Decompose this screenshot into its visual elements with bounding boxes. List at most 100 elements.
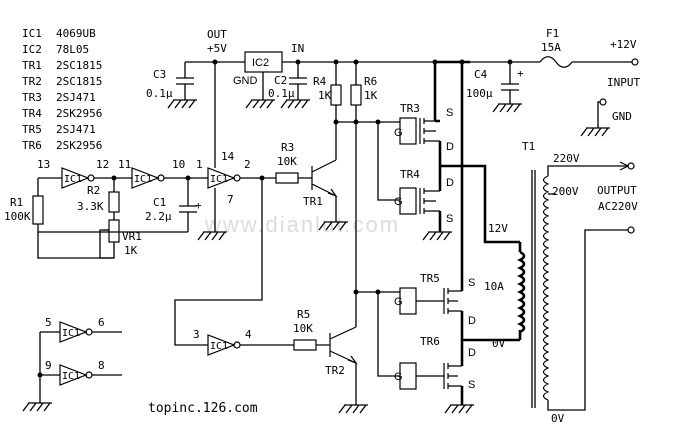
ground-icon bbox=[492, 103, 522, 113]
pin-12: 12 bbox=[96, 158, 109, 171]
c4-capacitor bbox=[501, 83, 519, 91]
ground-icon bbox=[280, 99, 310, 109]
drivers: R3 10K TR1 IC1 3 4 R5 10K TR2 bbox=[174, 122, 368, 414]
ac220-label: AC220V bbox=[598, 200, 638, 213]
r5-value: 10K bbox=[293, 322, 313, 335]
ic1-label: IC1 bbox=[210, 341, 228, 352]
tr3-d-label: D bbox=[446, 141, 454, 153]
pin-10: 10 bbox=[172, 158, 185, 171]
pin-7: 7 bbox=[227, 193, 234, 206]
ic1-label: IC1 bbox=[64, 174, 82, 185]
output-label: OUTPUT bbox=[597, 184, 637, 197]
gnd-terminal-label: GND bbox=[612, 110, 632, 123]
ground-icon bbox=[167, 99, 197, 109]
mosfet-bridge: G TR3 S D G TR4 D S G TR5 S D G TR6 D S bbox=[336, 62, 476, 414]
pin-9: 9 bbox=[45, 359, 52, 372]
primary-top-wire bbox=[440, 164, 520, 244]
parts-part-2: 2SC1815 bbox=[56, 59, 102, 72]
tr4-label: TR4 bbox=[400, 168, 420, 181]
f1-label: F1 bbox=[546, 27, 559, 40]
r4-value: 1K bbox=[318, 89, 332, 102]
pin-11: 11 bbox=[118, 158, 131, 171]
junction-dot bbox=[375, 119, 381, 125]
t1-label: T1 bbox=[522, 140, 535, 153]
ground-icon bbox=[444, 404, 474, 414]
parts-ref-4: TR3 bbox=[22, 91, 42, 104]
r3-label: R3 bbox=[281, 141, 294, 154]
pin-3: 3 bbox=[193, 328, 200, 341]
ground-icon bbox=[245, 99, 275, 109]
parts-part-4: 2SJ471 bbox=[56, 91, 96, 104]
parts-part-7: 2SK2956 bbox=[56, 139, 102, 152]
vr1-wiper-wire bbox=[99, 229, 115, 259]
pin-6: 6 bbox=[98, 316, 105, 329]
plus12v-label: +12V bbox=[610, 38, 637, 51]
parts-list: IC1 4069UB IC2 78L05 TR1 2SC1815 TR2 2SC… bbox=[22, 27, 102, 152]
ground-icon bbox=[338, 404, 368, 414]
ic1-label: IC1 bbox=[210, 174, 228, 185]
tr4-gate-box bbox=[399, 187, 417, 215]
in-label: IN bbox=[291, 42, 304, 55]
r3-resistor bbox=[275, 172, 299, 184]
r6-value: 1K bbox=[364, 89, 378, 102]
junction-dot bbox=[111, 175, 117, 181]
transformer-core bbox=[531, 170, 536, 408]
c1-label: C1 bbox=[153, 196, 166, 209]
tr6-s-label: S bbox=[468, 379, 475, 391]
parts-part-5: 2SK2956 bbox=[56, 107, 102, 120]
tr5-g-label: G bbox=[394, 296, 403, 308]
r2-label: R2 bbox=[87, 184, 100, 197]
ground-icon bbox=[422, 231, 452, 241]
parts-part-3: 2SC1815 bbox=[56, 75, 102, 88]
c3-label: C3 bbox=[153, 68, 166, 81]
f1-rating: 15A bbox=[541, 41, 561, 54]
r6-resistor bbox=[350, 84, 362, 106]
inv4-input-wire bbox=[174, 178, 263, 346]
c3-value: 0.1μ bbox=[146, 87, 173, 100]
tr4-mosfet bbox=[419, 188, 440, 214]
pin-4: 4 bbox=[245, 328, 252, 341]
parts-ref-6: TR5 bbox=[22, 123, 42, 136]
tr2-label: TR2 bbox=[325, 364, 345, 377]
secondary-coil bbox=[542, 175, 550, 401]
pin-13: 13 bbox=[37, 158, 50, 171]
ic1-label: IC1 bbox=[62, 371, 80, 382]
v0a-label: 0V bbox=[492, 337, 506, 350]
tr3-mosfet bbox=[419, 118, 440, 144]
parts-part-6: 2SJ471 bbox=[56, 123, 96, 136]
r1-label: R1 bbox=[10, 196, 23, 209]
c2-label: C2 bbox=[274, 74, 287, 87]
r4-label: R4 bbox=[313, 75, 327, 88]
secondary-wire bbox=[547, 165, 628, 411]
terminal-icon bbox=[627, 162, 635, 170]
power-supply: IC2 GND OUT +5V IN C3 0.1μ C2 0.1μ R4 1K… bbox=[146, 27, 640, 295]
tr3-source-bus bbox=[433, 62, 440, 123]
inverter-ic1 bbox=[207, 334, 236, 356]
r1-resistor bbox=[32, 195, 44, 225]
primary-coil bbox=[517, 250, 526, 334]
plus5v-label: +5V bbox=[207, 42, 227, 55]
v220-label: 220V bbox=[553, 152, 580, 165]
spare-wire bbox=[39, 331, 122, 403]
ground-icon bbox=[22, 402, 52, 412]
parts-ref-7: TR6 bbox=[22, 139, 42, 152]
pin-2: 2 bbox=[244, 158, 251, 171]
terminal-icon bbox=[599, 98, 607, 106]
r4-resistor bbox=[330, 84, 342, 106]
ic2-label: IC2 bbox=[252, 57, 269, 69]
tr6-d-label: D bbox=[468, 347, 476, 359]
ground-icon bbox=[197, 231, 227, 241]
r4-r6-wire bbox=[335, 62, 357, 292]
parts-ref-1: IC2 bbox=[22, 43, 42, 56]
junction-dot bbox=[185, 175, 191, 181]
v0b-label: 0V bbox=[551, 412, 565, 425]
pin-8: 8 bbox=[98, 359, 105, 372]
ic2-gnd-label: GND bbox=[233, 75, 258, 87]
v200-label: 200V bbox=[552, 185, 579, 198]
ic1-label: IC1 bbox=[134, 174, 152, 185]
terminal-icon bbox=[631, 58, 639, 66]
parts-part-0: 4069UB bbox=[56, 27, 96, 40]
input-label: INPUT bbox=[607, 76, 640, 89]
r2-resistor bbox=[108, 191, 120, 213]
